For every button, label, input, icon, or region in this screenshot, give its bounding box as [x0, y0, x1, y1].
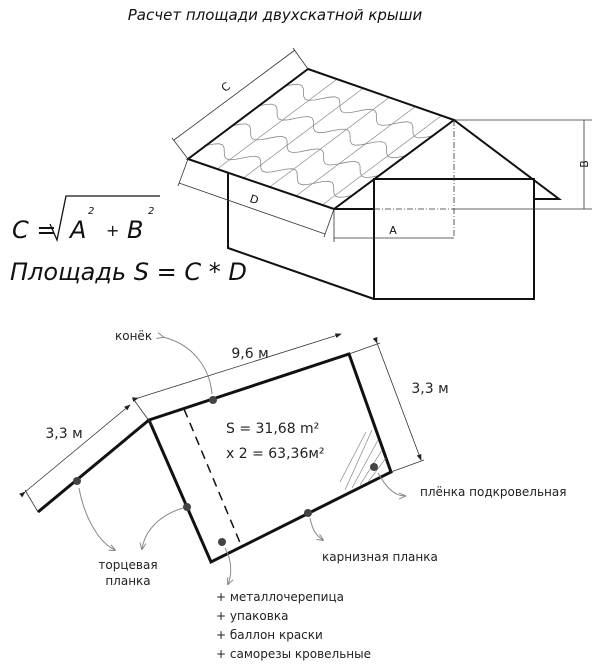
tile-wave [285, 83, 432, 139]
dimension-c [173, 49, 296, 141]
overlap-line [183, 408, 242, 546]
house-drawing: B A C D [171, 47, 592, 300]
area-double-value: x 2 = 63,36м² [226, 446, 325, 462]
membrane-point [370, 463, 378, 471]
dimension-slope-left [19, 404, 131, 498]
tile-point [218, 538, 226, 546]
formula-c-lhs: C = [12, 216, 57, 244]
end-strip-label-line2: планка [105, 574, 150, 588]
membrane-hatch [339, 429, 387, 491]
ridge-callout-arrow [163, 337, 213, 395]
formula-b: B [127, 216, 143, 244]
formula-a-exp: 2 [88, 206, 94, 217]
label-b: B [578, 160, 591, 168]
end-strip-point-left [73, 477, 81, 485]
gable-right-edge [453, 119, 562, 200]
materials-item: + упаковка [216, 609, 288, 623]
membrane-label: плёнка подкровельная [420, 485, 566, 499]
eave-strip-point [304, 509, 312, 517]
tile-rib [216, 78, 338, 170]
formula-b-exp: 2 [148, 206, 154, 217]
tile-rib [295, 105, 417, 197]
dimension-slope-right [372, 336, 422, 461]
end-strip-label-line1: торцевая [98, 558, 157, 572]
tile-wave [232, 123, 379, 178]
tile-wave [258, 103, 405, 159]
dimension-d [178, 182, 326, 235]
materials-callout-arrow [224, 547, 231, 584]
tile-rib [243, 87, 364, 179]
membrane-callout-arrow [377, 472, 405, 496]
formula-a: A [68, 216, 86, 244]
end-strip-point [183, 503, 191, 511]
ridge-label: конёк [115, 329, 152, 343]
materials-item: + саморезы кровельные [216, 647, 371, 661]
eave-strip-label: карнизная планка [322, 550, 438, 564]
label-c: C [219, 80, 233, 95]
slope-length-left: 3,3 м [45, 426, 82, 442]
diagram-title: Расчет площади двухскатной крыши [128, 6, 423, 24]
roof-section-drawing: 9,6 м 3,3 м 3,3 м S = 31,68 m² x 2 = 63,… [19, 329, 566, 661]
end-strip-callout-arrow-2 [142, 507, 184, 549]
formula-c: C = A 2 + B 2 [12, 195, 160, 244]
tile-rib [322, 114, 443, 206]
eave-callout-arrow [309, 517, 323, 540]
slope-length-right: 3,3 м [411, 381, 448, 397]
label-d: D [248, 192, 260, 207]
formula-plus: + [106, 221, 119, 240]
tile-wave [205, 143, 353, 198]
ridge-length: 9,6 м [231, 346, 268, 362]
side-wall [227, 173, 375, 300]
dimension-ridge [131, 333, 342, 402]
label-a: A [389, 224, 397, 237]
end-strip-callout-arrow-1 [78, 487, 115, 550]
area-value: S = 31,68 m² [226, 421, 319, 437]
ridge-point [209, 396, 217, 404]
sqrt-sign [49, 195, 160, 243]
materials-list: + металлочерепица + упаковка + баллон кр… [216, 590, 371, 661]
materials-item: + баллон краски [216, 628, 323, 642]
roof-tile-pattern [205, 78, 443, 206]
formula-area: Площадь S = C * D [10, 258, 247, 286]
tile-rib [269, 96, 390, 188]
materials-item: + металлочерепица [216, 590, 344, 604]
